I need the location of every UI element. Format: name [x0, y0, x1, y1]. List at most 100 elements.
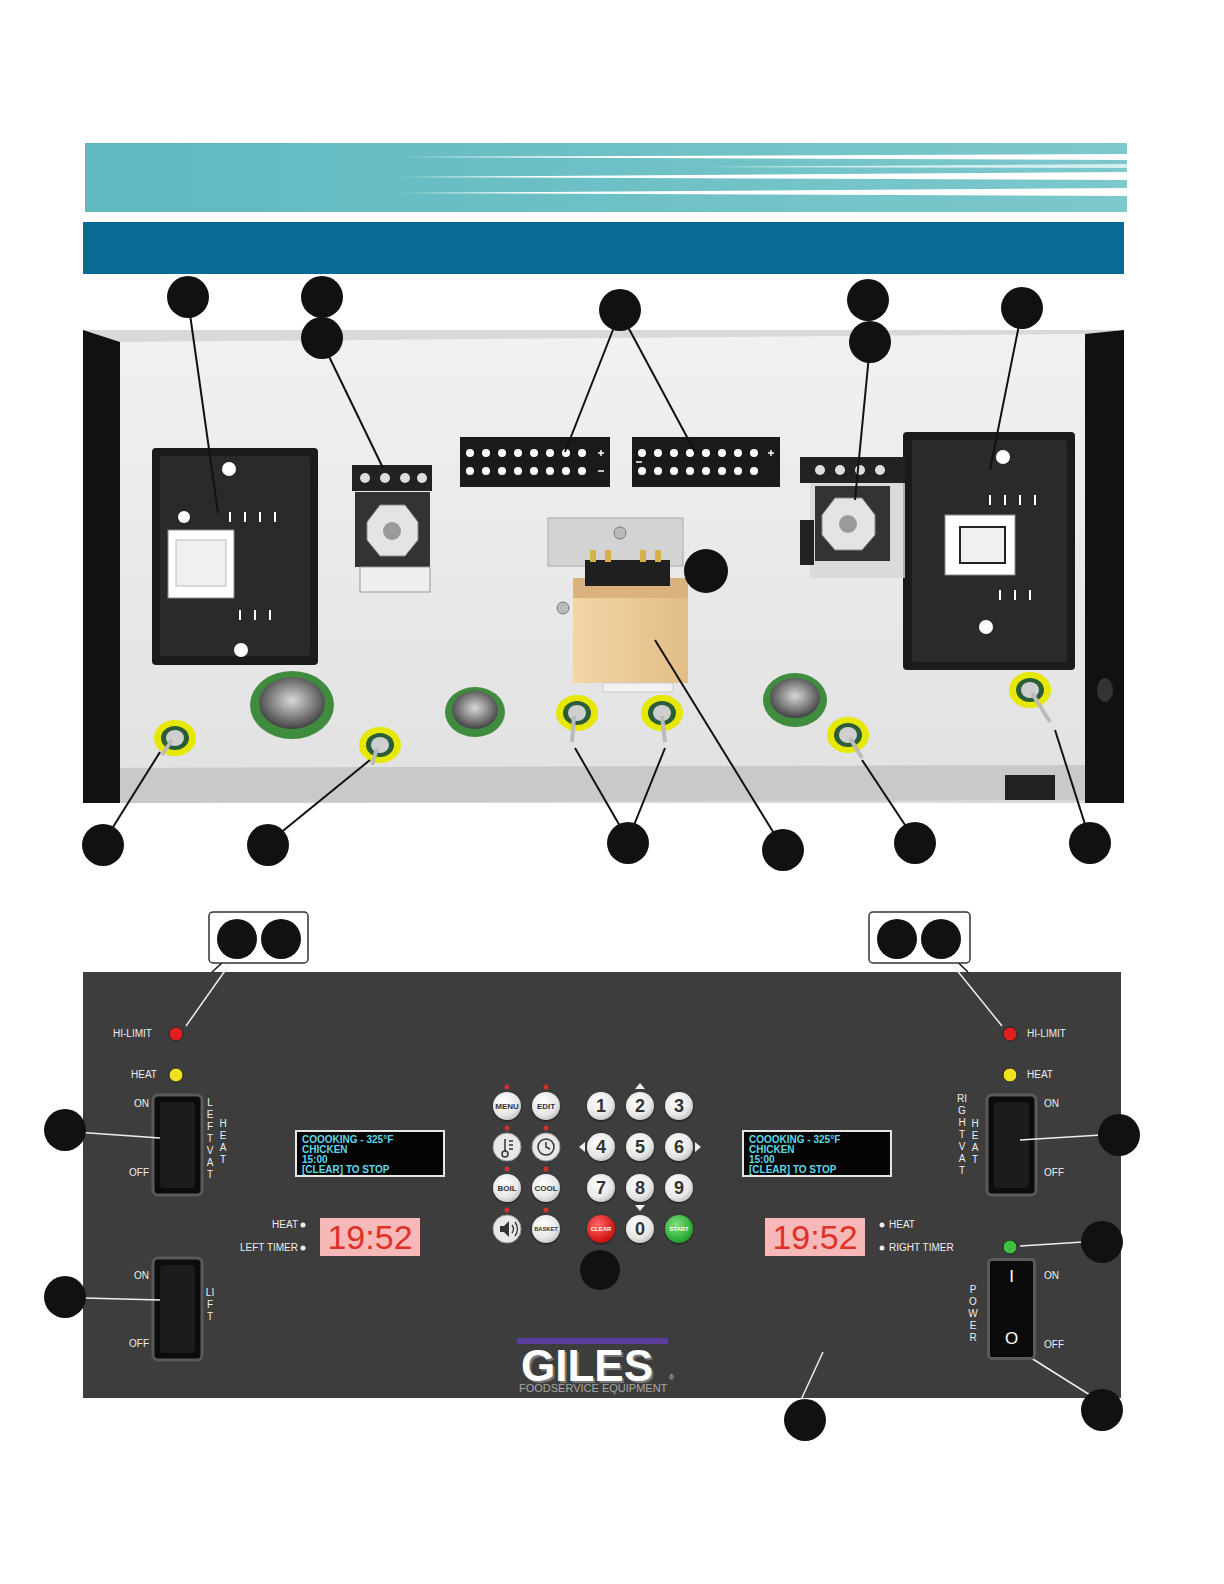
illustration-part — [989, 495, 991, 505]
illustration-part — [1019, 495, 1021, 505]
panel-label: LEFT TIMER — [210, 1242, 298, 1254]
illustration-part — [686, 449, 694, 457]
illustration-part — [514, 449, 522, 457]
illustration-part — [85, 143, 1127, 212]
illustration-part — [1001, 287, 1043, 329]
illustration-part — [482, 449, 490, 457]
illustration-part — [750, 467, 758, 475]
illustration-part — [605, 550, 611, 562]
keypad-button: 3 — [665, 1092, 693, 1120]
display-text: 3 — [674, 1096, 684, 1117]
illustration-part — [800, 1352, 823, 1402]
illustration-part — [505, 1208, 510, 1213]
callout-circles — [44, 912, 1140, 1441]
illustration-part — [1028, 1356, 1090, 1395]
illustration-part — [990, 310, 1022, 470]
keypad-button: 0 — [626, 1215, 654, 1243]
display-text: COOOKING - 325°F — [302, 1135, 438, 1145]
illustration-part — [855, 465, 865, 475]
illustration-part — [1004, 495, 1006, 505]
illustration-part — [1081, 1221, 1123, 1263]
display-text: COOOKING - 325°F — [749, 1135, 885, 1145]
illustration-part — [590, 550, 596, 562]
illustration-part — [44, 1109, 86, 1151]
illustration-part — [217, 919, 257, 959]
illustration-part — [562, 467, 570, 475]
illustration-part — [152, 448, 318, 665]
illustration-part — [1069, 822, 1111, 864]
illustration-part — [83, 972, 1121, 1398]
illustration-part — [815, 465, 825, 475]
display-text: CHICKEN — [749, 1145, 885, 1155]
illustration-part — [544, 1085, 549, 1090]
display-text: I — [1009, 1267, 1014, 1287]
leader-lines — [103, 300, 1090, 848]
illustration-part — [686, 467, 694, 475]
illustration-part — [546, 467, 554, 475]
illustration-part — [1003, 1240, 1017, 1254]
panel-label: HI-LIMIT — [1027, 1028, 1066, 1040]
illustration-part — [360, 567, 430, 592]
illustration-part — [590, 550, 661, 562]
illustration-part — [568, 705, 586, 721]
illustration-part — [466, 449, 474, 457]
illustration-part — [994, 1102, 1029, 1188]
illustration-part — [544, 1167, 549, 1172]
illustration-part — [162, 740, 172, 755]
illustration-part — [160, 456, 310, 656]
vertical-label: HEAT — [970, 1118, 980, 1166]
illustration-part — [493, 1215, 521, 1243]
illustration-part — [563, 701, 591, 725]
illustration-part — [1003, 1027, 1017, 1041]
display-text: 1 — [596, 1096, 606, 1117]
vertical-label: HEAT — [218, 1118, 228, 1166]
illustration-part — [445, 687, 505, 737]
illustration-part — [301, 317, 343, 359]
illustration-part — [500, 1221, 509, 1237]
illustration-part — [301, 276, 343, 318]
keypad-button: 8 — [626, 1174, 654, 1202]
illustration-part — [640, 550, 646, 562]
illustration-part — [546, 449, 554, 457]
panel-label: HI-LIMIT — [113, 1028, 152, 1040]
display-text: 8 — [635, 1178, 645, 1199]
illustration-part — [762, 829, 804, 871]
illustration-part — [546, 1142, 550, 1149]
illustration-part — [996, 450, 1010, 464]
illustration-part — [655, 550, 661, 562]
illustration-part — [254, 610, 256, 620]
display-text: 4 — [596, 1137, 606, 1158]
keypad-button: EDIT — [532, 1092, 560, 1120]
keypad-button: BOIL — [493, 1174, 521, 1202]
illustration-part — [632, 437, 780, 487]
illustration-part — [815, 465, 885, 475]
illustration-part — [990, 495, 1035, 600]
display-text: 19:52 — [327, 1218, 412, 1257]
panel-label: ON — [134, 1098, 149, 1110]
illustration-part — [372, 748, 377, 765]
illustration-part — [600, 450, 602, 456]
illustration-part — [877, 919, 917, 959]
illustration-part — [269, 610, 271, 620]
illustration-part — [636, 461, 642, 463]
illustration-part — [763, 673, 827, 727]
illustration-part — [580, 1250, 620, 1290]
illustration-part — [229, 512, 231, 522]
display-text: COOL — [534, 1184, 557, 1193]
keypad-button: 4 — [587, 1133, 615, 1161]
illustration-part — [684, 549, 728, 593]
illustration-part — [734, 449, 742, 457]
panel-label: ON — [1044, 1270, 1059, 1282]
illustration-part — [83, 330, 1124, 803]
illustration-part — [261, 919, 301, 959]
display-text: CLEAR — [591, 1226, 612, 1232]
illustration-part — [1029, 590, 1031, 600]
illustration-part — [822, 498, 875, 550]
illustration-part — [178, 511, 190, 523]
illustration-part — [770, 678, 820, 718]
illustration-part — [1097, 678, 1113, 702]
illustration-part — [638, 449, 646, 457]
illustration-part — [578, 467, 586, 475]
illustration-part — [322, 342, 383, 468]
callout-circles — [82, 276, 1111, 871]
